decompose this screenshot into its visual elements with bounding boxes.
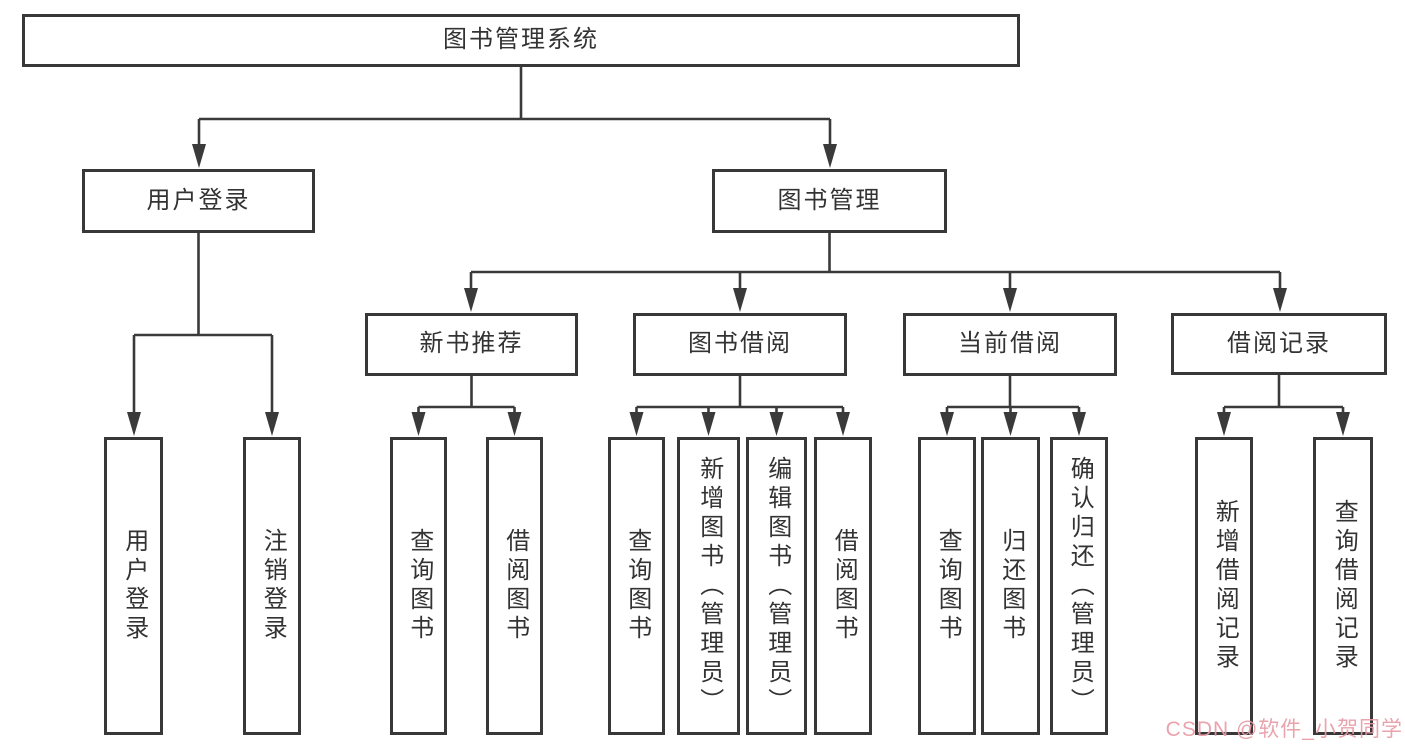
leaf-add-borrow-record: 新增借阅记录 — [1195, 437, 1253, 735]
node-user-login: 用户登录 — [82, 169, 315, 233]
leaf-borrow-books-borrowing: 借阅图书 — [814, 437, 872, 735]
leaf-query-books-current: 查询图书 — [918, 437, 976, 735]
leaf-add-books-admin: 新增图书（管理员） — [677, 437, 740, 735]
node-library-management-system: 图书管理系统 — [22, 14, 1020, 67]
leaf-borrow-books-recommend: 借阅图书 — [486, 437, 543, 735]
node-book-management: 图书管理 — [712, 169, 947, 233]
leaf-logout: 注销登录 — [243, 437, 301, 735]
leaf-return-books: 归还图书 — [981, 437, 1040, 735]
leaf-query-books-borrowing: 查询图书 — [608, 437, 665, 735]
node-new-book-recommendation: 新书推荐 — [365, 313, 578, 376]
node-book-borrowing: 图书借阅 — [633, 313, 847, 376]
leaf-confirm-return-admin: 确认归还（管理员） — [1050, 437, 1108, 735]
node-borrowing-records: 借阅记录 — [1171, 313, 1387, 375]
arrowhead-triangles — [127, 144, 1350, 436]
leaf-edit-books-admin: 编辑图书（管理员） — [746, 437, 807, 735]
leaf-user-login: 用户登录 — [104, 437, 163, 735]
csdn-watermark: CSDN @软件_小贺同学 — [1165, 718, 1403, 741]
node-current-borrowing: 当前借阅 — [903, 313, 1117, 376]
leaf-query-books-recommend: 查询图书 — [390, 437, 447, 735]
leaf-query-borrow-record: 查询借阅记录 — [1313, 437, 1373, 735]
